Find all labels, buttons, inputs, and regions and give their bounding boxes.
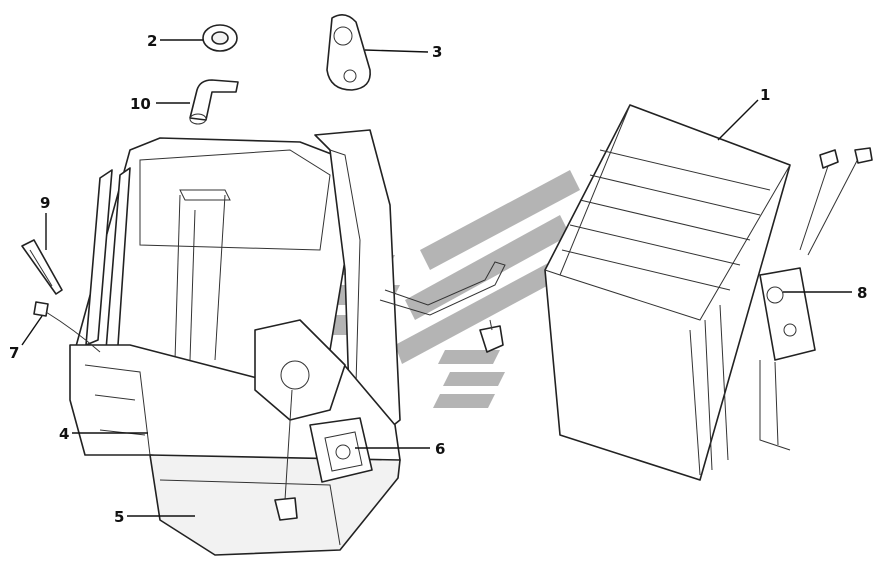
callout-labels: 1 2 3 4 5 6 7 8 9 10	[9, 32, 867, 526]
watermark-logo	[302, 170, 580, 408]
leader-line-3	[364, 49, 429, 53]
part-4-5-housing-assembly	[69, 129, 506, 556]
callout-8: 8	[857, 284, 867, 302]
callout-5: 5	[114, 508, 124, 526]
callout-9: 9	[40, 194, 50, 212]
part-9-bolt	[21, 239, 63, 295]
leader-line-1	[717, 99, 759, 141]
callout-2: 2	[147, 32, 157, 50]
part-2-grommet	[202, 24, 238, 52]
callout-6: 6	[435, 440, 445, 458]
callout-3: 3	[432, 43, 442, 61]
callout-7: 7	[9, 344, 19, 362]
leader-line-7	[21, 315, 43, 346]
leader-lines	[21, 39, 852, 517]
callout-10: 10	[130, 95, 151, 113]
callout-4: 4	[59, 425, 69, 443]
part-1-evaporator-core	[544, 104, 791, 481]
part-10-hose-elbow	[189, 79, 239, 125]
part-3-gasket-plate	[326, 14, 371, 91]
part-7-sensor-wire	[33, 301, 101, 353]
callout-1: 1	[760, 86, 770, 104]
part-8-expansion-valve	[759, 147, 873, 451]
